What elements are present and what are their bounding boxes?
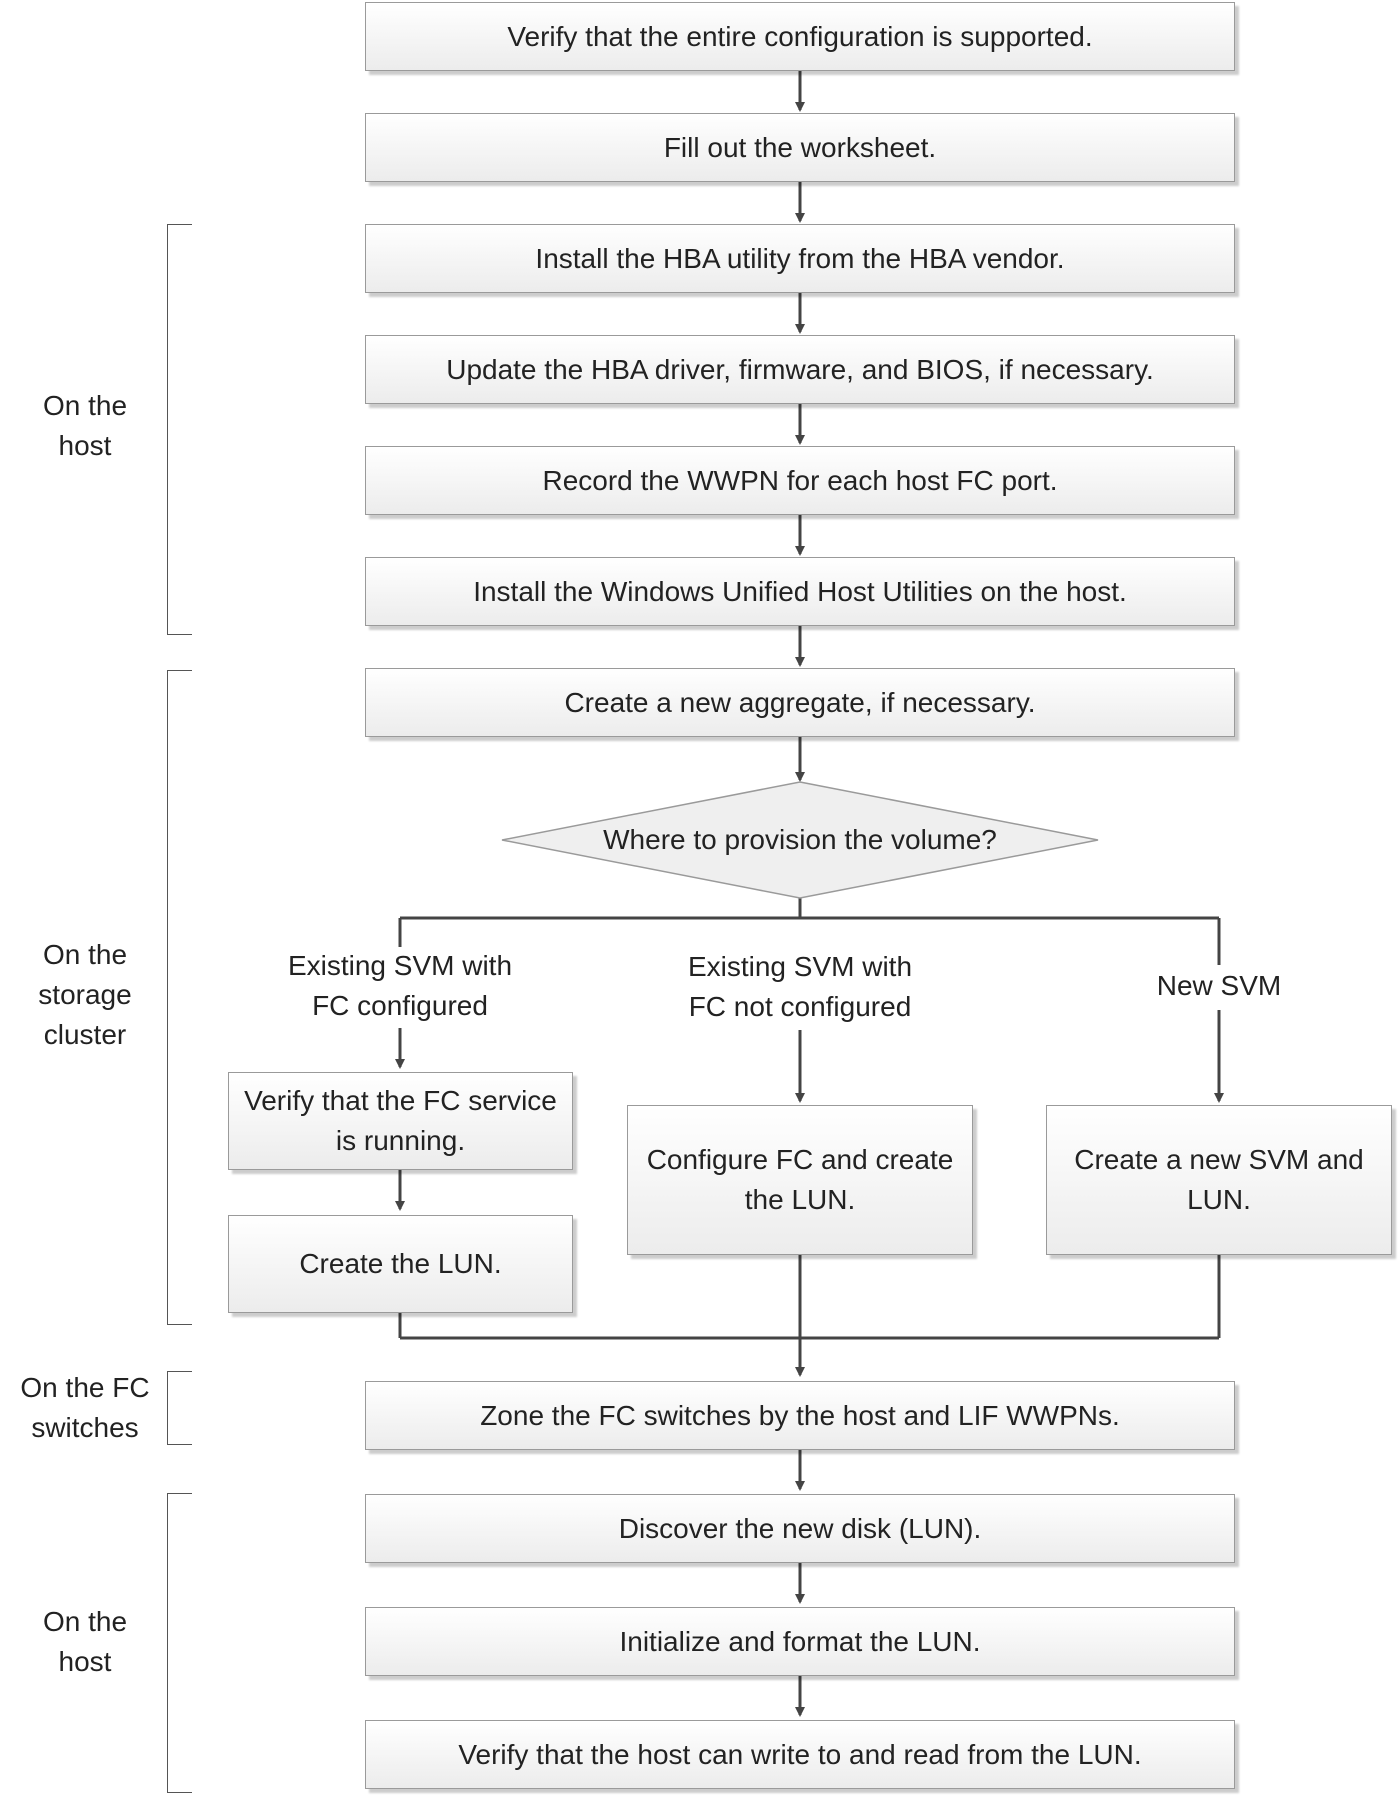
step-create-svm-lun: Create a new SVM and LUN.: [1046, 1105, 1392, 1255]
branch-label-new-svm: New SVM: [1156, 970, 1282, 1001]
step-verify-fc-service: Verify that the FC service is running.: [228, 1072, 573, 1170]
step-discover-disk: Discover the new disk (LUN).: [365, 1494, 1235, 1563]
decision-label: Where to provision the volume?: [603, 824, 997, 855]
decision-diamond: [501, 781, 1099, 899]
step-verify-configuration: Verify that the entire configuration is …: [365, 2, 1235, 71]
branch-label-fc-configured: Existing SVM with FC configured: [287, 950, 513, 1021]
step-update-hba-driver: Update the HBA driver, firmware, and BIO…: [365, 335, 1235, 404]
step-verify-write-read: Verify that the host can write to and re…: [365, 1720, 1235, 1789]
bracket-host-1: [167, 224, 192, 635]
step-zone-fc-switches: Zone the FC switches by the host and LIF…: [365, 1381, 1235, 1450]
section-label-storage: On the storage cluster: [38, 939, 132, 1050]
branch-label-fc-not-configured: Existing SVM with FC not configured: [687, 951, 913, 1022]
step-install-hba-utility: Install the HBA utility from the HBA ven…: [365, 224, 1235, 293]
bracket-fc: [167, 1371, 192, 1445]
section-label-fc: On the FC switches: [20, 1372, 150, 1443]
section-label-host-1: On the host: [42, 390, 128, 461]
step-fill-worksheet: Fill out the worksheet.: [365, 113, 1235, 182]
step-install-host-utilities: Install the Windows Unified Host Utiliti…: [365, 557, 1235, 626]
step-initialize-format-lun: Initialize and format the LUN.: [365, 1607, 1235, 1676]
step-create-lun: Create the LUN.: [228, 1215, 573, 1313]
bracket-storage: [167, 670, 192, 1325]
bracket-host-2: [167, 1493, 192, 1793]
step-create-aggregate: Create a new aggregate, if necessary.: [365, 668, 1235, 737]
step-record-wwpn: Record the WWPN for each host FC port.: [365, 446, 1235, 515]
section-label-host-2: On the host: [42, 1606, 128, 1677]
step-configure-fc-create-lun: Configure FC and create the LUN.: [627, 1105, 973, 1255]
